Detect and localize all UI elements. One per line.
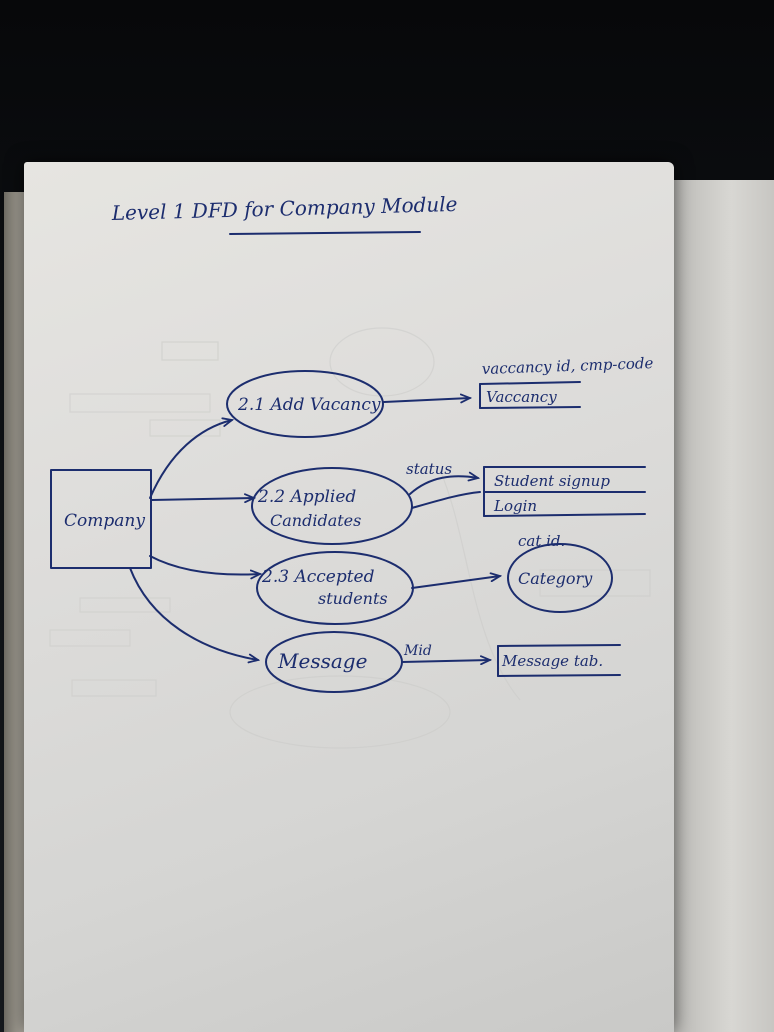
vacancy-flow-label: vaccancy id, cmp-code bbox=[482, 354, 654, 378]
company-entity-label: Company bbox=[64, 511, 145, 531]
message-store-top bbox=[497, 644, 621, 647]
flow-company-to-add-vacancy bbox=[149, 420, 232, 499]
flow-company-to-accepted-students bbox=[149, 555, 260, 574]
flow-company-to-applied-candidates bbox=[151, 498, 254, 500]
signup-store-bottom bbox=[483, 513, 646, 517]
process-applied-candidates-label-2: Candidates bbox=[270, 511, 361, 530]
process-accepted-students-label-2: students bbox=[318, 589, 388, 608]
message-store-label: Message tab. bbox=[501, 652, 603, 670]
message-flow-label: Mid bbox=[403, 643, 432, 659]
diagram-title: Level 1 DFD for Company Module bbox=[111, 192, 458, 225]
bleed-through-marks bbox=[49, 327, 651, 749]
flow-applied-to-login bbox=[411, 491, 481, 509]
flow-applied-to-signup bbox=[409, 476, 478, 495]
flow-message-to-store bbox=[401, 660, 490, 662]
login-store-label: Login bbox=[493, 497, 537, 515]
category-store-label: Category bbox=[518, 569, 593, 588]
notebook-page bbox=[24, 162, 674, 1032]
message-store-bottom bbox=[497, 674, 621, 677]
title-underline bbox=[229, 231, 421, 235]
process-applied-candidates-label-1: 2.2 Applied bbox=[257, 487, 356, 507]
vacancy-store-bottom bbox=[479, 406, 581, 409]
process-add-vacancy-label: 2.1 Add Vacancy bbox=[237, 395, 381, 415]
vacancy-store-label: Vaccancy bbox=[486, 388, 557, 406]
process-accepted-students-label-1: 2.3 Accepted bbox=[261, 567, 375, 587]
company-entity-box bbox=[50, 469, 152, 569]
process-applied-candidates bbox=[251, 467, 413, 545]
category-store bbox=[507, 543, 613, 613]
process-accepted-students bbox=[256, 551, 414, 625]
process-message-label: Message bbox=[277, 649, 367, 673]
signup-store-label: Student signup bbox=[494, 472, 610, 490]
category-flow-label: cat id. bbox=[518, 532, 565, 550]
flow-company-to-message bbox=[129, 567, 258, 660]
flow-accepted-to-category bbox=[411, 576, 500, 589]
flow-add-vacancy-to-store bbox=[383, 398, 470, 402]
process-add-vacancy bbox=[226, 370, 384, 438]
status-flow-label: status bbox=[406, 460, 452, 478]
notebook-right-page bbox=[668, 180, 774, 1032]
vacancy-store-top bbox=[479, 381, 581, 385]
